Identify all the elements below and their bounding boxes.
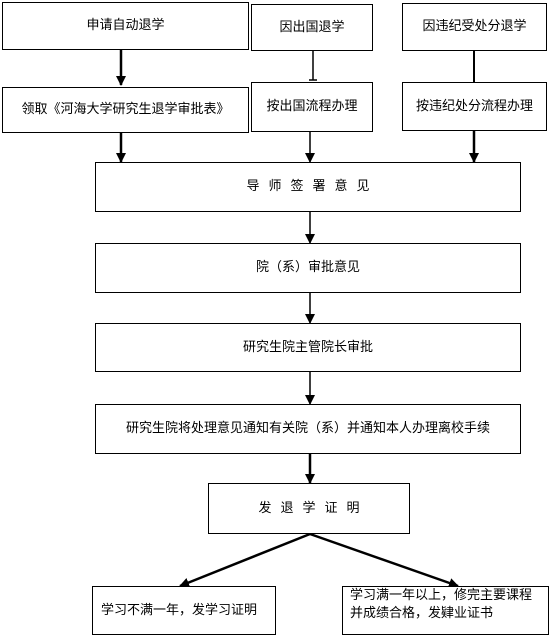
node-department-label: 院（系）审批意见 bbox=[255, 260, 360, 275]
node-supervisor: 导师签署意见 bbox=[95, 162, 521, 212]
node-certificate: 发退学证明 bbox=[208, 483, 410, 534]
node-abroad-process: 按出国流程办理 bbox=[251, 82, 373, 132]
node-get-form-label: 领取《河海大学研究生退学审批表》 bbox=[21, 102, 230, 117]
node-go-abroad: 因出国退学 bbox=[251, 4, 373, 51]
node-discipline-label: 因违纪受处分退学 bbox=[422, 19, 527, 34]
node-dean-label: 研究生院主管院长审批 bbox=[242, 339, 373, 355]
node-over-one-year-line1: 学习满一年以上，修完主要课程 bbox=[350, 588, 533, 603]
node-notify-label: 研究生院将处理意见通知有关院（系）并通知本人办理离校手续 bbox=[125, 421, 490, 436]
node-abroad-process-label: 按出国流程办理 bbox=[266, 99, 358, 114]
node-discipline-process: 按违纪处分流程办理 bbox=[402, 82, 547, 131]
node-notify: 研究生院将处理意见通知有关院（系）并通知本人办理离校手续 bbox=[95, 404, 521, 454]
node-dean: 研究生院主管院长审批 bbox=[95, 323, 521, 372]
node-go-abroad-label: 因出国退学 bbox=[279, 19, 345, 35]
node-discipline-process-label: 按违纪处分流程办理 bbox=[415, 98, 533, 114]
node-under-one-year: 学习不满一年，发学习证明 bbox=[92, 586, 276, 635]
node-discipline: 因违纪受处分退学 bbox=[402, 3, 547, 51]
node-certificate-label: 发退学证明 bbox=[258, 500, 369, 516]
node-over-one-year-line2: 并成绩合格，发肄业证书 bbox=[350, 606, 494, 621]
node-department: 院（系）审批意见 bbox=[95, 243, 521, 293]
node-over-one-year: 学习满一年以上，修完主要课程 并成绩合格，发肄业证书 bbox=[342, 586, 549, 635]
node-apply-self-label: 申请自动退学 bbox=[86, 18, 165, 33]
arrow-certificate-to-study-cert bbox=[179, 532, 311, 588]
node-under-one-year-label: 学习不满一年，发学习证明 bbox=[101, 602, 258, 618]
node-apply-self: 申请自动退学 bbox=[2, 2, 249, 50]
node-get-form: 领取《河海大学研究生退学审批表》 bbox=[2, 87, 249, 133]
arrow-certificate-to-diploma bbox=[309, 532, 459, 588]
node-supervisor-label: 导师签署意见 bbox=[246, 179, 379, 194]
